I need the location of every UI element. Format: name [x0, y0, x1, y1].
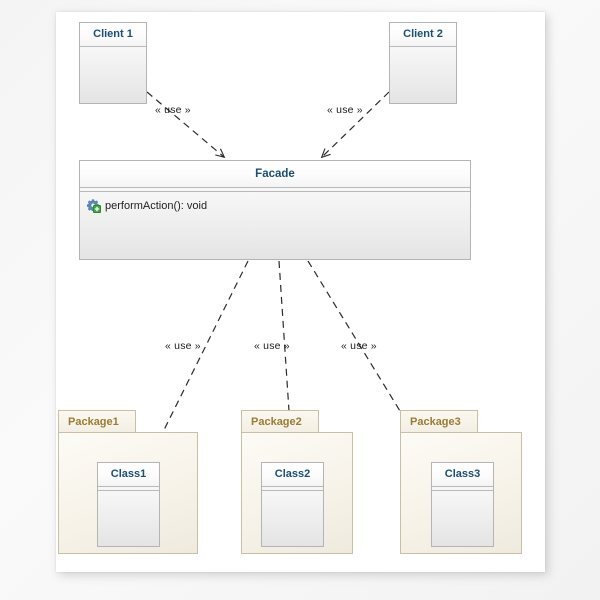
- use-label-client1-facade: « use »: [155, 104, 191, 116]
- package-tab-label: Package2: [241, 410, 319, 432]
- class-separator: [80, 46, 146, 47]
- method-signature: performAction(): void: [105, 199, 208, 212]
- class-title-class2: Class2: [262, 463, 323, 486]
- class-box-client-2[interactable]: Client 2: [389, 22, 457, 104]
- class-body-class2: [262, 491, 323, 546]
- class-separator: [262, 486, 323, 487]
- method-gear-icon: [87, 199, 101, 213]
- class-separator: [432, 490, 493, 491]
- class-separator: [98, 490, 159, 491]
- class-title-class1: Class1: [98, 463, 159, 486]
- method-row-perform-action[interactable]: performAction(): void: [87, 199, 207, 213]
- class-title-client-2: Client 2: [390, 23, 456, 46]
- class-body-class1: [98, 491, 159, 546]
- class-body-facade: performAction(): void: [80, 192, 470, 259]
- package-tab-label: Package3: [400, 410, 478, 432]
- use-label-client2-facade: « use »: [327, 104, 363, 116]
- class-separator: [432, 486, 493, 487]
- package-tab-label: Package1: [58, 410, 136, 432]
- use-label-facade-class1: « use »: [165, 340, 201, 352]
- class-box-client-1[interactable]: Client 1: [79, 22, 147, 104]
- class-separator: [98, 486, 159, 487]
- class-title-facade: Facade: [80, 161, 470, 187]
- class-title-class3: Class3: [432, 463, 493, 486]
- class-separator: [262, 490, 323, 491]
- class-body-client-1: [80, 47, 146, 103]
- class-body-client-2: [390, 47, 456, 103]
- class-box-class2[interactable]: Class2: [261, 462, 324, 547]
- class-separator: [390, 46, 456, 47]
- class-body-class3: [432, 491, 493, 546]
- class-title-client-1: Client 1: [80, 23, 146, 46]
- class-separator: [80, 187, 470, 188]
- use-label-facade-class2: « use »: [254, 340, 290, 352]
- class-box-class1[interactable]: Class1: [97, 462, 160, 547]
- use-label-facade-class3: « use »: [341, 340, 377, 352]
- class-separator: [80, 191, 470, 192]
- class-box-facade[interactable]: Facade performAction(): void: [79, 160, 471, 260]
- class-box-class3[interactable]: Class3: [431, 462, 494, 547]
